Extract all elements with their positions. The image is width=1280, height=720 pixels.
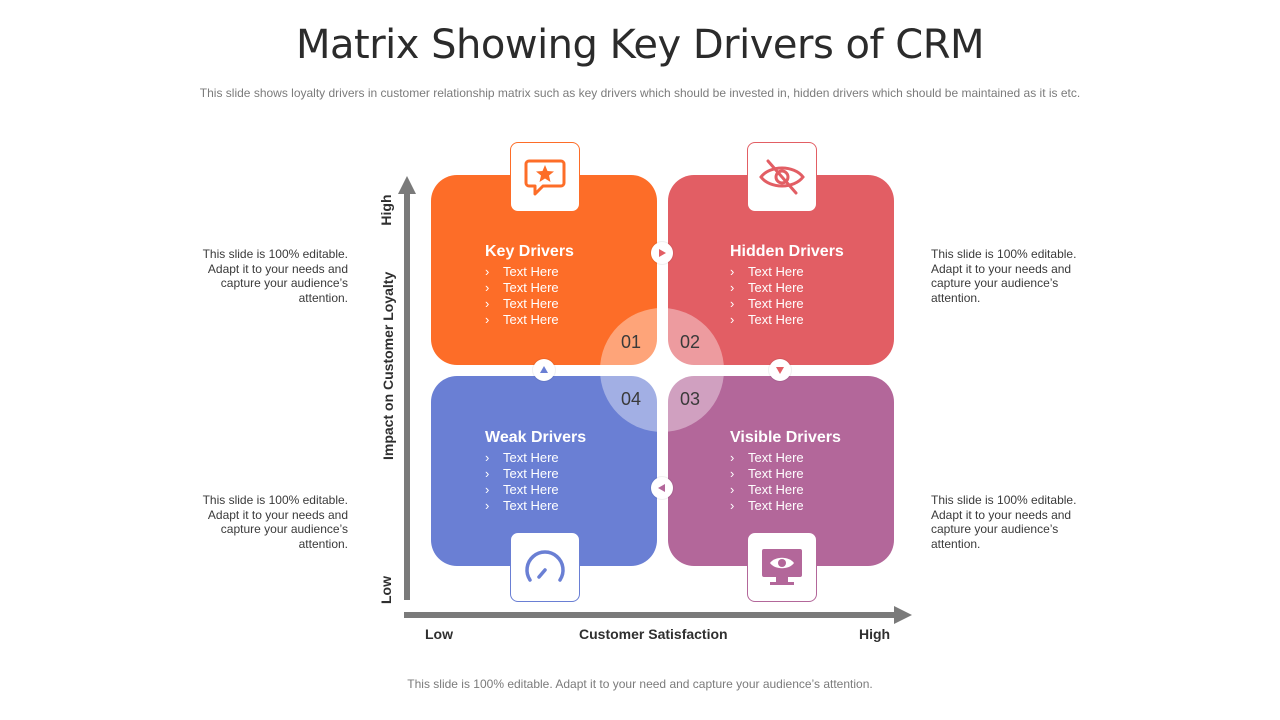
chevron-right-icon: › xyxy=(730,466,735,481)
quadrant-title: Key Drivers xyxy=(485,243,574,260)
quadrant-title: Visible Drivers xyxy=(730,429,841,446)
list-item: ›Text Here xyxy=(730,296,804,311)
quadrant-number-03: 03 xyxy=(680,389,701,409)
page-footer: This slide is 100% editable. Adapt it to… xyxy=(407,677,873,691)
quadrant-title: Hidden Drivers xyxy=(730,243,844,260)
quadrant-number-04: 04 xyxy=(621,389,642,409)
y-axis-arrowhead xyxy=(398,176,416,194)
chevron-right-icon: › xyxy=(485,466,490,481)
list-item: ›Text Here xyxy=(485,296,559,311)
x-axis-low-label: Low xyxy=(425,626,453,642)
star-speech-bubble-icon xyxy=(524,159,566,196)
side-note-bottom-right: This slide is 100% editable. Adapt it to… xyxy=(931,493,1077,551)
chevron-right-icon: › xyxy=(730,312,735,327)
page-subtitle: This slide shows loyalty drivers in cust… xyxy=(199,86,1081,100)
list-item: ›Text Here xyxy=(730,482,804,497)
side-note-top-left: This slide is 100% editable. Adapt it to… xyxy=(202,247,348,305)
gauge-icon xyxy=(525,550,565,582)
key-drivers-icon-box xyxy=(510,142,580,212)
list-item: ›Text Here xyxy=(485,280,559,295)
x-axis-high-label: High xyxy=(859,626,891,642)
y-axis-low-label: Low xyxy=(378,576,394,604)
triangle-right-icon xyxy=(659,249,666,257)
y-axis-title: Impact on Customer Loyalty xyxy=(380,271,396,460)
x-axis-title: Customer Satisfaction xyxy=(579,626,728,642)
arrow-down-connector xyxy=(769,359,791,381)
hidden-eye-icon xyxy=(759,159,805,195)
side-note-bottom-left: This slide is 100% editable. Adapt it to… xyxy=(202,493,348,551)
chevron-right-icon: › xyxy=(730,450,735,465)
quadrant-number-01: 01 xyxy=(621,332,642,352)
arrow-left-connector xyxy=(651,477,673,499)
visible-drivers-icon-box xyxy=(747,532,817,602)
list-item: ›Text Here xyxy=(730,264,804,279)
x-axis-arrowhead xyxy=(894,606,912,624)
list-item: ›Text Here xyxy=(485,498,559,513)
chevron-right-icon: › xyxy=(730,296,735,311)
weak-drivers-icon-box xyxy=(510,532,580,602)
center-overlap-circle xyxy=(600,308,724,432)
chevron-right-icon: › xyxy=(485,498,490,513)
chevron-right-icon: › xyxy=(485,296,490,311)
chevron-right-icon: › xyxy=(485,450,490,465)
arrow-right-connector xyxy=(651,242,673,264)
side-note-top-right: This slide is 100% editable. Adapt it to… xyxy=(931,247,1077,305)
list-item: ›Text Here xyxy=(730,450,804,465)
triangle-left-icon xyxy=(658,484,665,492)
chevron-right-icon: › xyxy=(485,264,490,279)
chevron-right-icon: › xyxy=(485,312,490,327)
chevron-right-icon: › xyxy=(730,280,735,295)
monitor-eye-icon xyxy=(762,549,802,585)
list-item: ›Text Here xyxy=(730,280,804,295)
list-item: ›Text Here xyxy=(485,466,559,481)
list-item: ›Text Here xyxy=(485,264,559,279)
chevron-right-icon: › xyxy=(730,498,735,513)
list-item: ›Text Here xyxy=(730,312,804,327)
list-item: ›Text Here xyxy=(730,498,804,513)
chevron-right-icon: › xyxy=(485,280,490,295)
arrow-up-connector xyxy=(533,359,555,381)
quadrant-weak-drivers: Weak Drivers ›Text Here ›Text Here ›Text… xyxy=(431,376,657,566)
chevron-right-icon: › xyxy=(730,482,735,497)
y-axis-high-label: High xyxy=(378,194,394,226)
list-item: ›Text Here xyxy=(730,466,804,481)
quadrant-title: Weak Drivers xyxy=(485,429,587,446)
triangle-up-icon xyxy=(540,366,548,373)
page-title: Matrix Showing Key Drivers of CRM xyxy=(295,22,985,68)
chevron-right-icon: › xyxy=(485,482,490,497)
triangle-down-icon xyxy=(776,367,784,374)
list-item: ›Text Here xyxy=(485,482,559,497)
list-item: ›Text Here xyxy=(485,450,559,465)
hidden-drivers-icon-box xyxy=(747,142,817,212)
list-item: ›Text Here xyxy=(485,312,559,327)
quadrant-number-02: 02 xyxy=(680,332,701,352)
chevron-right-icon: › xyxy=(730,264,735,279)
